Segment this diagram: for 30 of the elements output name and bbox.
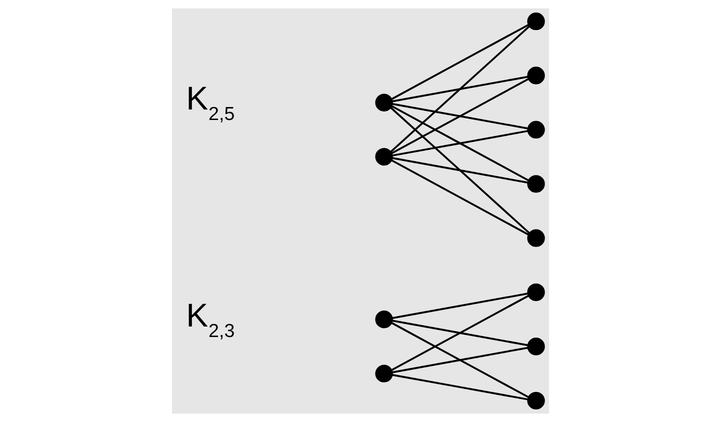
connector <box>392 130 528 156</box>
node-circle <box>374 148 392 166</box>
node-circle <box>526 229 544 247</box>
connector <box>392 346 528 374</box>
label: K$_{2,5}$ <box>186 80 234 124</box>
connector <box>392 320 528 346</box>
connector <box>390 322 528 398</box>
connector <box>392 374 528 400</box>
node-circle <box>526 175 544 193</box>
connector <box>390 159 528 236</box>
node-circle <box>374 94 392 112</box>
connector <box>390 107 530 234</box>
node-circle <box>526 338 544 356</box>
node-circle <box>526 283 544 302</box>
label: K$_{2,3}$ <box>186 296 234 341</box>
node-circle <box>374 310 392 328</box>
connector <box>392 157 528 184</box>
connector <box>390 105 528 182</box>
connector <box>390 78 528 154</box>
node-circle <box>526 392 544 410</box>
connector <box>390 24 528 100</box>
node-circle <box>374 364 392 382</box>
connector <box>390 295 528 371</box>
connector <box>392 76 528 102</box>
node-circle <box>526 66 544 84</box>
connector <box>390 26 530 152</box>
connector <box>392 103 528 130</box>
node-circle <box>526 120 544 139</box>
connector <box>392 292 528 319</box>
node-circle <box>526 12 544 30</box>
